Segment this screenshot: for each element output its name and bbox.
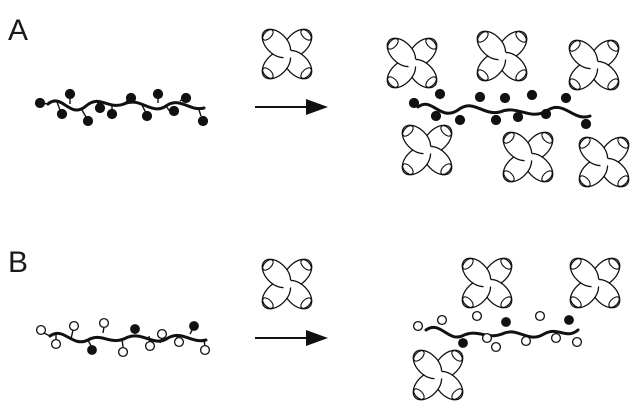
ligand <box>455 115 464 124</box>
receptor-icon <box>408 345 468 405</box>
ligand <box>438 316 447 325</box>
ligand <box>541 109 550 118</box>
ligand <box>131 325 140 334</box>
right-arrow-icon <box>255 330 328 346</box>
ligand <box>581 119 590 128</box>
panel-b: B <box>8 246 625 405</box>
polymer-b-unbound <box>37 319 210 357</box>
ligand <box>475 92 484 101</box>
panel-label-b: B <box>8 246 28 279</box>
receptor-icon <box>564 35 624 95</box>
ligand <box>435 89 444 98</box>
ligand <box>409 98 418 107</box>
ligand <box>88 346 97 355</box>
ligand <box>153 89 162 98</box>
panel-a: A <box>8 14 634 192</box>
ligand <box>459 339 468 348</box>
ligand <box>527 90 536 99</box>
ligand <box>492 343 501 352</box>
ligand <box>522 337 531 346</box>
ligand <box>100 319 109 328</box>
receptor-icon <box>457 253 517 313</box>
receptor-icon <box>397 120 457 180</box>
ligand <box>198 116 207 125</box>
ligand <box>142 111 151 120</box>
right-arrow-icon <box>255 99 328 115</box>
ligand <box>473 312 482 321</box>
ligand <box>107 109 116 118</box>
ligand <box>119 348 128 357</box>
ligand <box>126 93 135 102</box>
ligand <box>169 106 178 115</box>
ligand <box>513 112 522 121</box>
ligand <box>175 338 184 347</box>
panel-label-a: A <box>8 14 28 47</box>
ligand <box>201 346 210 355</box>
polymer-a-unbound <box>35 89 207 125</box>
ligand <box>491 115 500 124</box>
ligand <box>502 318 511 327</box>
ligand <box>52 340 61 349</box>
ligand-set-a <box>35 89 207 125</box>
receptor-icon <box>257 24 317 84</box>
ligand <box>552 334 561 343</box>
ligand <box>37 326 46 335</box>
ligand <box>35 98 44 107</box>
ligand <box>65 89 74 98</box>
ligand <box>483 334 492 343</box>
receptor-icon <box>574 132 634 192</box>
ligand <box>146 342 155 351</box>
ligand <box>190 322 199 331</box>
receptor-icon <box>565 253 625 313</box>
receptor-icon <box>257 254 317 314</box>
ligand <box>83 116 92 125</box>
receptor-icon <box>472 26 532 86</box>
receptor-icon <box>382 33 442 93</box>
complex-b <box>408 253 625 405</box>
ligand <box>500 93 509 102</box>
ligand <box>57 109 66 118</box>
ligand <box>70 322 79 331</box>
ligand <box>573 338 582 347</box>
ligand <box>536 312 545 321</box>
ligand <box>158 330 167 339</box>
ligand <box>181 93 190 102</box>
ligand <box>95 103 104 112</box>
polymer-backbone-a-bound <box>418 104 590 117</box>
ligand <box>414 322 423 331</box>
ligand <box>561 93 570 102</box>
receptor-icon <box>498 127 558 187</box>
ligand <box>565 316 574 325</box>
complex-a <box>382 26 634 192</box>
ligand <box>431 111 440 120</box>
